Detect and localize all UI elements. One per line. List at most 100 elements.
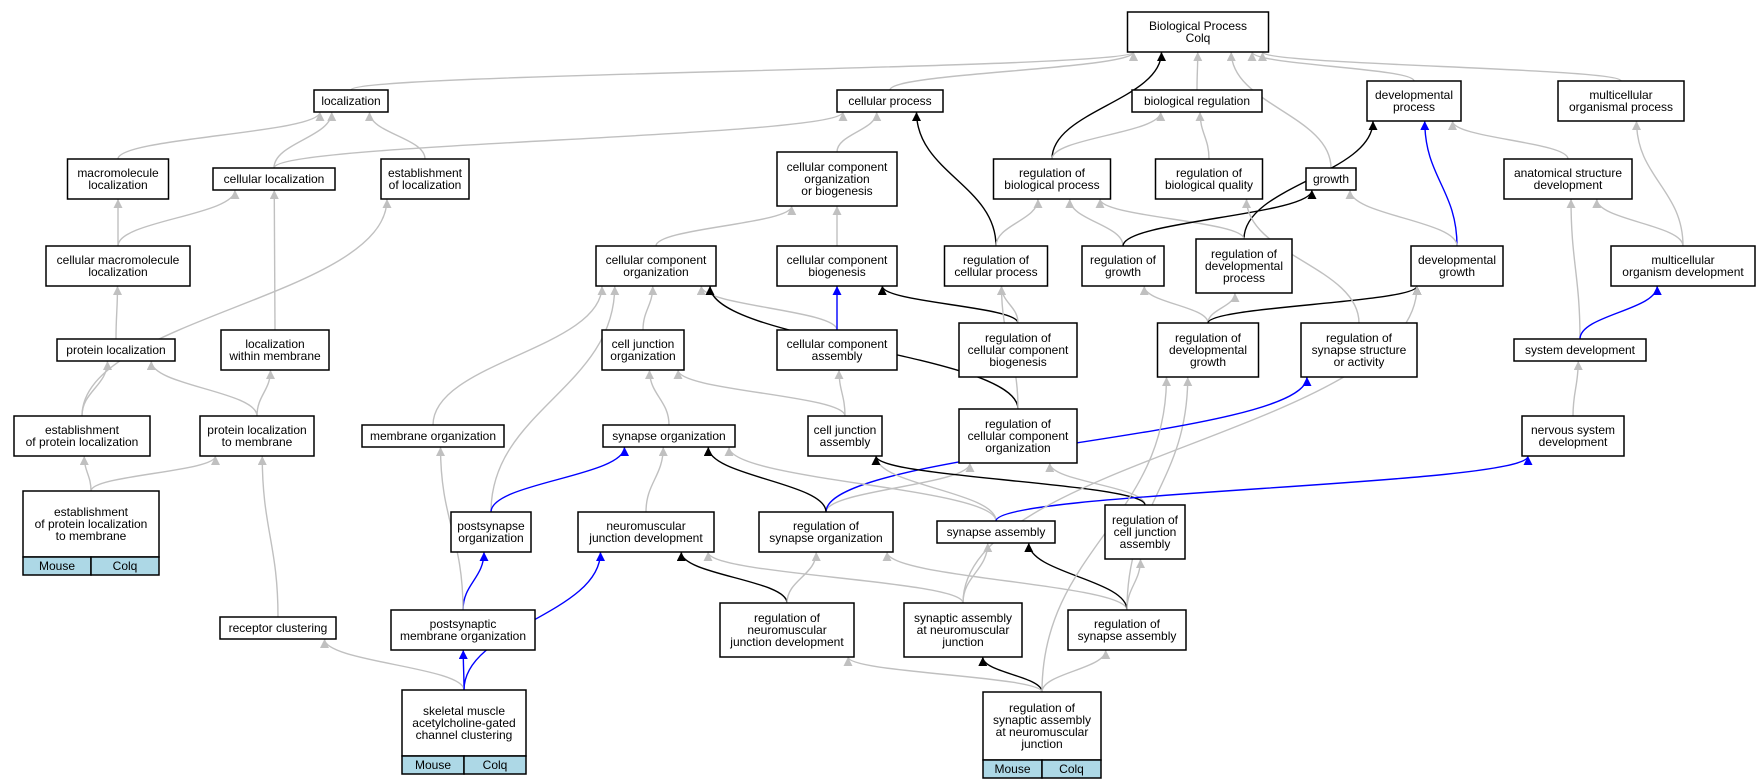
edge-is_a-epltm-to-pltm [90,455,220,492]
node-label-line: organization [804,172,869,186]
edge-is_a-epl-to-pl [81,360,112,417]
edge-is_a-pltm-to-lwm [256,369,275,417]
go-term-node-sa[interactable]: synapse assembly [936,520,1056,544]
node-box [1513,338,1647,362]
go-term-node-smac[interactable]: skeletal muscleacetylcholine-gatedchanne… [401,689,527,775]
node-label-line: cell junction [612,337,675,351]
go-term-node-cp[interactable]: cellular process [836,89,944,113]
node-label-line: assembly [812,349,863,363]
node-label-line: junction [941,635,983,649]
go-term-node-gr[interactable]: growth [1305,167,1357,191]
node-label-line: membrane organization [370,429,496,443]
node-label-line: synapse structure [1312,343,1407,357]
node-label-line: regulation of [1176,166,1243,180]
go-term-node-so[interactable]: synapse organization [602,424,736,448]
node-label-line: skeletal muscle [423,704,505,718]
node-box [577,511,715,553]
node-box [220,329,330,371]
node-label-line: cellular localization [224,172,325,186]
node-box [807,415,883,457]
node-box [1067,609,1187,651]
node-box [1610,245,1756,287]
node-box [1195,238,1293,294]
node-box [776,245,898,287]
edge-is_a-rsa-to-rcja [1126,558,1145,611]
node-label-line: organismal process [1569,100,1673,114]
node-label-line: receptor clustering [229,621,328,635]
node-label-line: regulation of [963,253,1030,267]
go-term-node-rc[interactable]: receptor clustering [219,616,337,640]
go-term-node-cl[interactable]: cellular localization [212,167,336,191]
go-term-node-loc[interactable]: localization [313,89,389,113]
node-label-line: cellular component [968,429,1069,443]
node-label-line: anatomical structure [1514,166,1622,180]
node-label-line: synapse organization [612,429,725,443]
node-label-line: cell junction [1114,525,1177,539]
edge-is_a-sa-to-so [724,446,997,522]
edge-regulates-rso-to-so [703,446,827,513]
node-label-line: organization [610,349,675,363]
node-box [361,424,505,448]
go-term-node-sd[interactable]: system development [1513,338,1647,362]
go-term-node-br[interactable]: biological regulation [1131,89,1263,113]
edge-is_a-rnjd-to-rso [786,551,821,604]
edge-regulates-rg-to-gr [1122,189,1317,247]
go-term-node-pl[interactable]: protein localization [56,338,176,362]
edge-is_a-rssa-to-rbq [1242,198,1360,324]
node-label-line: regulation of [754,611,821,625]
node-box [936,520,1056,544]
edge-is_a-mod-to-mop [1632,120,1684,247]
annotation-tag-colq: Colq [483,758,508,772]
edge-is_a-gr-to-bp [1226,51,1332,169]
node-box [313,89,389,113]
node-label-line: acetylcholine-gated [412,716,515,730]
node-label-line: process [1393,100,1435,114]
edge-is_a-so-to-cjo [645,369,670,426]
go-term-node-mo[interactable]: membrane organization [361,424,505,448]
node-label-line: junction [1020,737,1062,751]
node-box [56,338,176,362]
annotation-tag-box [1041,759,1102,779]
node-label-line: cell junction [814,423,877,437]
node-label-line: organization [985,441,1050,455]
node-label-line: biological regulation [1144,94,1250,108]
